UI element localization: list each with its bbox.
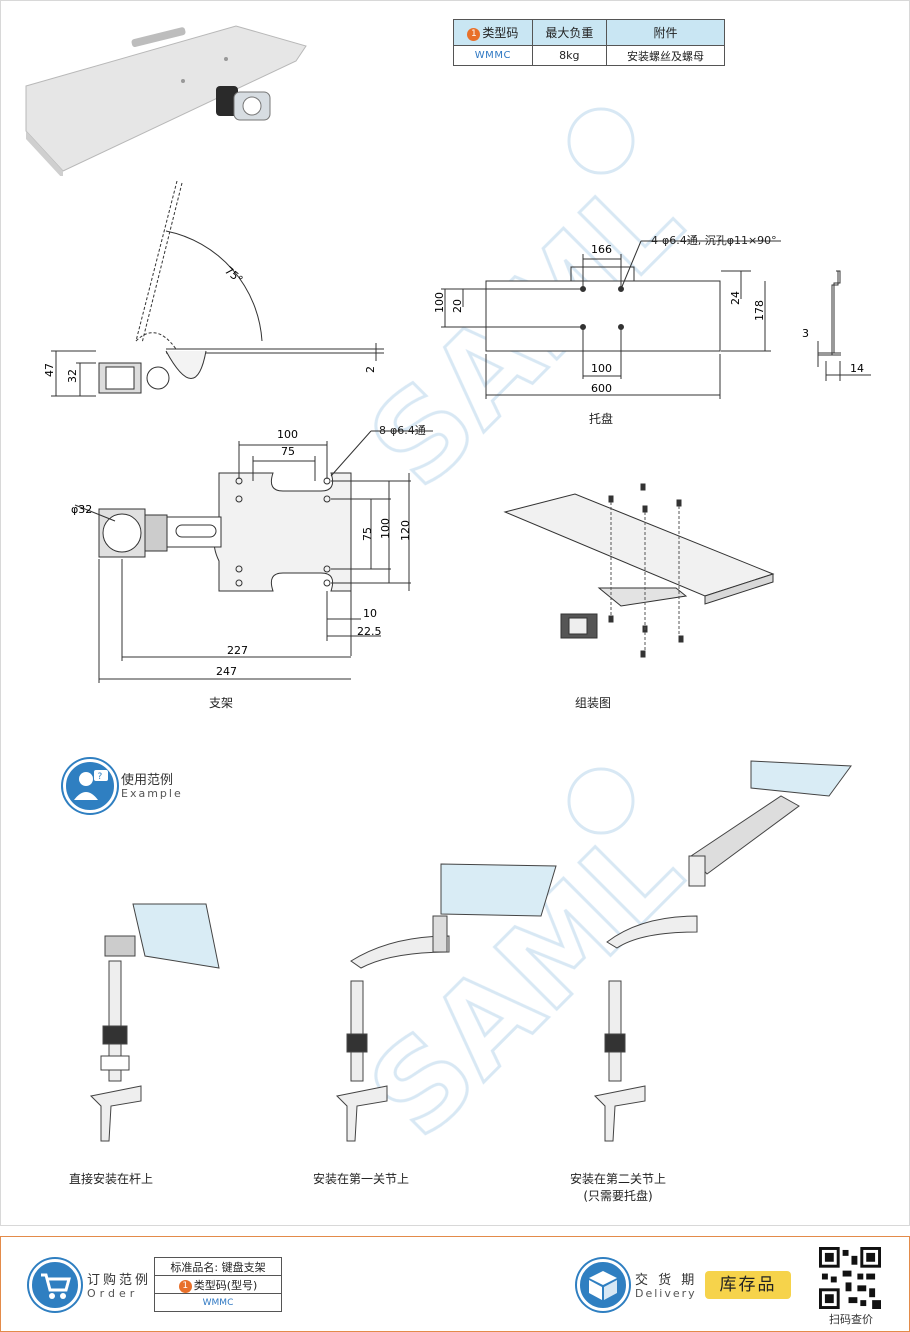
number-marker-icon: 1: [467, 28, 481, 41]
dim-600: 600: [591, 382, 612, 395]
dim-247: 247: [216, 665, 237, 678]
dim-2: 2: [364, 366, 377, 373]
example-caption-3: 安装在第二关节上: [569, 1172, 666, 1186]
tray-caption: 托盘: [588, 412, 613, 426]
order-title: 订购范例: [87, 1273, 152, 1288]
delivery-badge: [577, 1259, 629, 1311]
delivery-subtitle: Delivery: [635, 1287, 697, 1300]
dim-100: 100: [277, 428, 298, 441]
order-row-code: WMMC: [154, 1293, 282, 1312]
assembly-drawing: [503, 483, 775, 658]
dim-24: 24: [729, 291, 742, 305]
qr-code-icon[interactable]: [819, 1247, 881, 1309]
number-marker-icon: 1: [178, 1279, 192, 1293]
spec-cell-load: 8kg: [531, 45, 607, 66]
shopping-cart-icon: [41, 1273, 71, 1299]
dim-v75: 75: [361, 527, 374, 541]
dim-75: 75: [281, 445, 295, 458]
package-icon: [589, 1271, 617, 1300]
order-subtitle: Order: [87, 1287, 139, 1300]
spec-cell-accessory: 安装螺丝及螺母: [605, 45, 726, 66]
svg-text:?: ?: [98, 772, 103, 782]
dim-v120: 120: [399, 520, 412, 541]
spec-header-load: 最大负重: [531, 19, 607, 46]
product-photo: [25, 25, 307, 176]
dim-178: 178: [753, 300, 766, 321]
dim-100-left: 100: [433, 292, 446, 313]
dim-v100: 100: [379, 518, 392, 539]
example-badge: ?: [63, 759, 117, 813]
tray-drawing: 166 100 20 24 178 100 600: [433, 240, 781, 399]
delivery-title: 交 货 期: [635, 1273, 698, 1288]
tray-profile-drawing: 3 14: [802, 270, 871, 381]
dim-166: 166: [591, 243, 612, 256]
dim-dia32: φ32: [71, 503, 92, 516]
dim-22-5: 22.5: [357, 625, 382, 638]
example-illustrations: [89, 760, 852, 1142]
bracket-drawing: 100 75 φ32 75 100 120 10 22.5 227 247: [71, 428, 433, 683]
bracket-hole-note: 8-φ6.4通: [379, 424, 426, 437]
example-subtitle: Example: [121, 787, 183, 800]
dim-32: 32: [66, 369, 79, 383]
side-view-drawing: 75° 47 32 2: [43, 181, 384, 397]
dim-14: 14: [850, 362, 864, 375]
dim-47: 47: [43, 363, 56, 377]
user-question-icon: ?: [74, 770, 108, 800]
example-title: 使用范例: [121, 773, 174, 788]
dim-10: 10: [363, 607, 377, 620]
dim-100-bottom: 100: [591, 362, 612, 375]
qr-label: 扫码查价: [829, 1313, 873, 1326]
order-row-name: 标准品名: 键盘支架: [154, 1257, 282, 1276]
dim-angle: 75°: [222, 264, 245, 286]
dim-20: 20: [451, 299, 464, 313]
tray-hole-note: 4-φ6.4通, 沉孔φ11×90°: [651, 234, 777, 247]
dim-227: 227: [227, 644, 248, 657]
bracket-caption: 支架: [208, 696, 233, 710]
example-caption-4: (只需要托盘): [583, 1189, 653, 1203]
order-badge: [29, 1259, 81, 1311]
assembly-caption: 组装图: [574, 696, 611, 710]
example-caption-2: 安装在第一关节上: [312, 1172, 409, 1186]
dim-3: 3: [802, 327, 809, 340]
stock-label: 库存品: [705, 1271, 791, 1299]
example-caption-1: 直接安装在杆上: [68, 1172, 153, 1186]
